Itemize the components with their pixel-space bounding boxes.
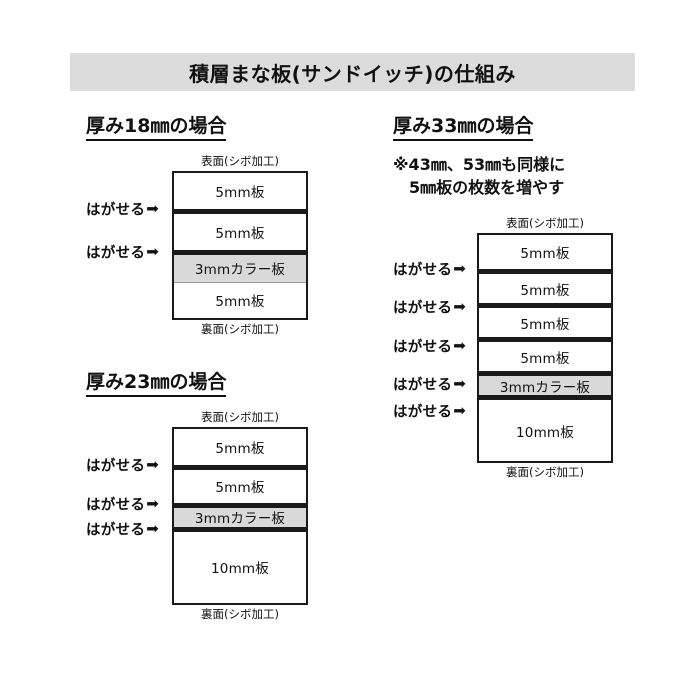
layer-board: 5mm板 — [479, 235, 611, 270]
layer-label: 5mm板 — [520, 246, 570, 263]
arrow-right-icon: ➡ — [146, 199, 159, 218]
peel-label: はがせる — [86, 497, 146, 514]
peel-callout: はがせる ➡ — [393, 374, 466, 395]
section-heading-wrap: 厚み23㎜の場合 — [86, 371, 308, 397]
peel-label: はがせる — [86, 245, 146, 262]
section-heading-wrap: 厚み33㎜の場合 — [393, 115, 613, 141]
layer-color-board: 3mmカラー板 — [479, 371, 611, 396]
layer-label: 5mm板 — [520, 316, 570, 333]
bottom-face-label: 裏面(シボ加工) — [201, 321, 279, 336]
section-heading-wrap: 厚み18㎜の場合 — [86, 115, 308, 141]
peel-label: はがせる — [393, 377, 453, 394]
top-face-label: 表面(シボ加工) — [506, 216, 584, 231]
layer-label: 5mm板 — [215, 480, 265, 497]
section-heading: 厚み33㎜の場合 — [393, 115, 534, 141]
peel-label: はがせる — [86, 522, 146, 539]
arrow-right-icon: ➡ — [453, 374, 466, 393]
section-thickness-23mm: 厚み23㎜の場合 表面(シボ加工) 5mm板 5mm板 3mmカラー板 10mm… — [86, 371, 308, 622]
section-heading: 厚み18㎜の場合 — [86, 115, 227, 141]
arrow-right-icon: ➡ — [453, 336, 466, 355]
peel-label: はがせる — [393, 300, 453, 317]
section-thickness-33mm: 厚み33㎜の場合 ※43㎜、53㎜も同様に 5㎜板の枚数を増やす 表面(シボ加工… — [393, 115, 613, 480]
layer-board: 5mm板 — [174, 208, 306, 250]
peel-label: はがせる — [393, 339, 453, 356]
layer-board: 5mm板 — [479, 303, 611, 338]
section-note: ※43㎜、53㎜も同様に 5㎜板の枚数を増やす — [393, 154, 566, 198]
layer-label: 3mmカラー板 — [499, 379, 591, 396]
peel-callout: はがせる ➡ — [86, 454, 159, 475]
peel-callout: はがせる ➡ — [393, 259, 466, 280]
board-stack: 5mm板 5mm板 3mmカラー板 10mm板 — [172, 426, 308, 605]
stack-wrap: 5mm板 5mm板 3mmカラー板 10mm板 はがせる ➡ はがせる ➡ — [86, 426, 308, 605]
layer-board: 5mm板 — [174, 428, 306, 465]
page-title: 積層まな板(サンドイッチ)の仕組み — [189, 61, 516, 86]
layer-label: 3mmカラー板 — [194, 262, 286, 279]
page-title-banner: 積層まな板(サンドイッチ)の仕組み — [70, 53, 635, 91]
layer-board: 10mm板 — [174, 526, 306, 603]
arrow-right-icon: ➡ — [146, 519, 159, 538]
peel-label: はがせる — [86, 202, 146, 219]
peel-label: はがせる — [393, 262, 453, 279]
section-heading: 厚み23㎜の場合 — [86, 371, 227, 397]
layer-board: 5mm板 — [174, 172, 306, 209]
bottom-face-label: 裏面(シボ加工) — [201, 606, 279, 621]
peel-callout: はがせる ➡ — [86, 518, 159, 539]
arrow-right-icon: ➡ — [146, 494, 159, 513]
layer-diagram-33mm: 表面(シボ加工) 5mm板 5mm板 5mm板 5mm板 3mmカラー板 — [393, 216, 613, 480]
layer-label: 5mm板 — [215, 184, 265, 201]
layer-label: 10mm板 — [516, 424, 574, 441]
section-thickness-18mm: 厚み18㎜の場合 表面(シボ加工) 5mm板 5mm板 3mmカラー板 5mm板… — [86, 115, 308, 337]
arrow-right-icon: ➡ — [146, 455, 159, 474]
stack-wrap: 5mm板 5mm板 3mmカラー板 5mm板 はがせる ➡ はがせる ➡ — [86, 170, 308, 320]
board-stack: 5mm板 5mm板 3mmカラー板 5mm板 — [172, 170, 308, 320]
board-stack: 5mm板 5mm板 5mm板 5mm板 3mmカラー板 10mm板 — [477, 233, 613, 464]
peel-callout: はがせる ➡ — [393, 336, 466, 357]
peel-callout: はがせる ➡ — [393, 401, 466, 422]
peel-callout: はがせる ➡ — [393, 297, 466, 318]
layer-diagram-23mm: 表面(シボ加工) 5mm板 5mm板 3mmカラー板 10mm板 はがせる ➡ — [86, 409, 308, 622]
peel-label: はがせる — [86, 458, 146, 475]
arrow-right-icon: ➡ — [453, 401, 466, 420]
layer-label: 5mm板 — [215, 294, 265, 311]
peel-label: はがせる — [393, 404, 453, 421]
arrow-right-icon: ➡ — [146, 242, 159, 261]
stack-wrap: 5mm板 5mm板 5mm板 5mm板 3mmカラー板 10mm板 — [393, 233, 613, 464]
arrow-right-icon: ➡ — [453, 297, 466, 316]
layer-label: 5mm板 — [520, 282, 570, 299]
arrow-right-icon: ➡ — [453, 259, 466, 278]
layer-label: 5mm板 — [215, 225, 265, 242]
layer-label: 5mm板 — [520, 350, 570, 367]
layer-board: 5mm板 — [479, 337, 611, 372]
layer-board: 5mm板 — [174, 281, 306, 318]
top-face-label: 表面(シボ加工) — [201, 153, 279, 168]
peel-callout: はがせる ➡ — [86, 493, 159, 514]
peel-callout: はがせる ➡ — [86, 241, 159, 262]
peel-callout: はがせる ➡ — [86, 198, 159, 219]
layer-board: 5mm板 — [174, 464, 306, 503]
layer-label: 3mmカラー板 — [194, 511, 286, 528]
top-face-label: 表面(シボ加工) — [201, 409, 279, 424]
layer-label: 10mm板 — [211, 561, 269, 578]
layer-board: 5mm板 — [479, 269, 611, 304]
layer-color-board: 3mmカラー板 — [174, 502, 306, 528]
layer-color-board: 3mmカラー板 — [174, 249, 306, 282]
layer-diagram-18mm: 表面(シボ加工) 5mm板 5mm板 3mmカラー板 5mm板 はがせる ➡ — [86, 153, 308, 337]
layer-board: 10mm板 — [479, 395, 611, 462]
layer-label: 5mm板 — [215, 440, 265, 457]
bottom-face-label: 裏面(シボ加工) — [506, 465, 584, 480]
